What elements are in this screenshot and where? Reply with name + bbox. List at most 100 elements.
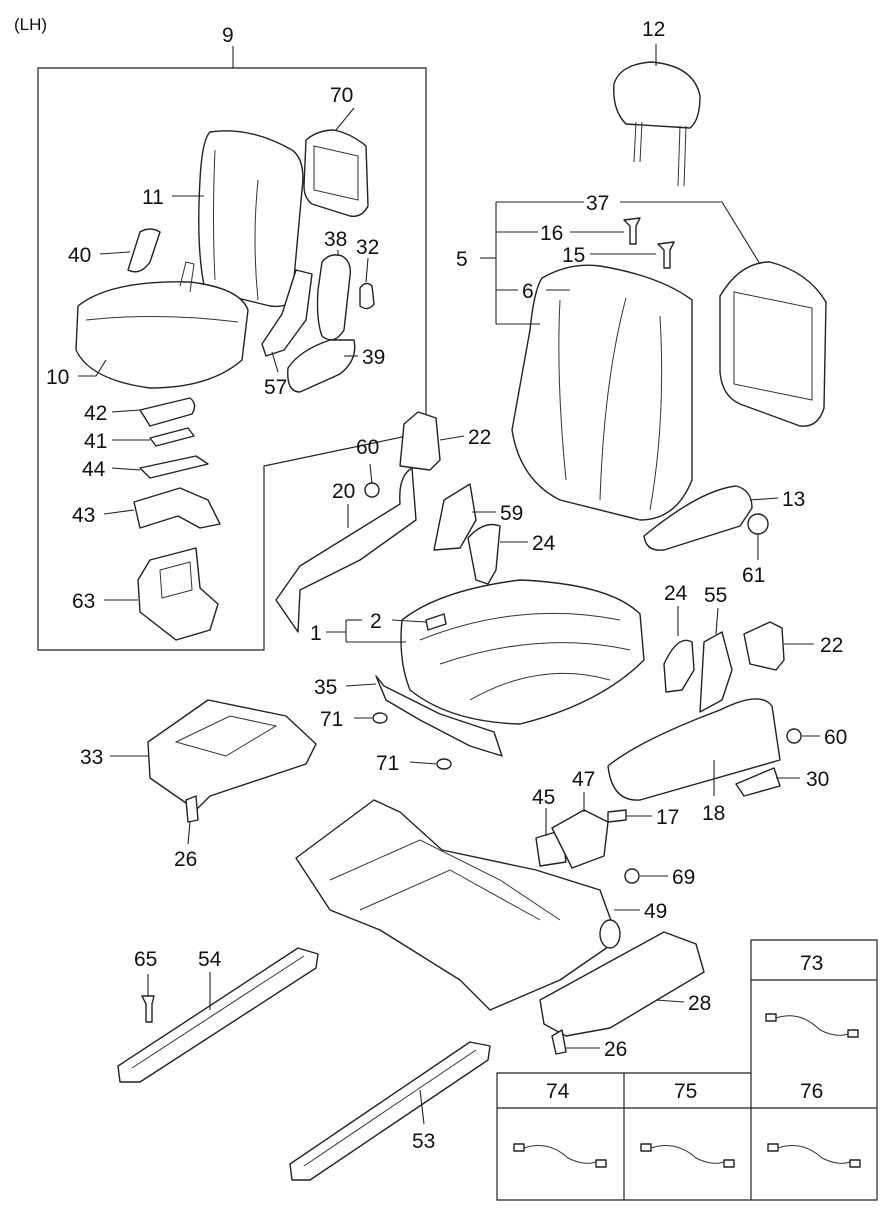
- callout-24-left: 24: [532, 532, 556, 555]
- callout-17: 17: [656, 806, 679, 829]
- callout-38: 38: [324, 228, 347, 251]
- part-32: [359, 282, 375, 310]
- callout-2: 2: [370, 610, 382, 633]
- callout-70: 70: [330, 84, 353, 107]
- part-22-upper-cover: [399, 411, 441, 471]
- part-2-clip: [425, 613, 447, 631]
- part-53-rail: [289, 1041, 491, 1181]
- callout-60-upper: 60: [356, 436, 379, 459]
- part-35-front-trim: [375, 675, 503, 757]
- callout-22-upper: 22: [468, 426, 491, 449]
- callout-12: 12: [642, 18, 665, 41]
- part-13-armrest: [643, 485, 753, 551]
- callout-37: 37: [586, 192, 609, 215]
- wire-74: [513, 1143, 607, 1168]
- part-55-recliner: [699, 631, 733, 713]
- callout-43: 43: [72, 504, 95, 527]
- part-22-lower-cover: [743, 621, 785, 671]
- part-60-cap-upper: [364, 482, 380, 498]
- part-26-clip-lower: [551, 1029, 567, 1055]
- part-71-plug-upper: [372, 712, 388, 724]
- callout-47: 47: [572, 768, 595, 791]
- callout-32: 32: [356, 236, 379, 259]
- part-33-cover: [147, 699, 317, 811]
- callout-44: 44: [82, 458, 106, 481]
- callout-20: 20: [332, 480, 355, 503]
- part-57: [261, 269, 313, 357]
- callout-39: 39: [362, 346, 385, 369]
- part-38: [316, 254, 352, 341]
- part-24-cover-right: [663, 639, 695, 693]
- callout-55: 55: [704, 584, 727, 607]
- callout-11: 11: [142, 186, 164, 209]
- callout-26-lower: 26: [604, 1038, 627, 1061]
- part-18-side-cover: [607, 698, 781, 801]
- part-37-back-panel: [719, 261, 827, 427]
- part-47-bezel: [551, 809, 609, 869]
- part-44: [139, 455, 209, 479]
- part-70-back-panel: [303, 129, 369, 217]
- part-16-guide: [623, 217, 641, 245]
- wire-75: [640, 1143, 735, 1168]
- part-43: [133, 487, 221, 529]
- part-17-bolt: [607, 809, 627, 823]
- part-42: [139, 397, 196, 427]
- leader-lines: [78, 44, 820, 1125]
- part-10-seat-cushion: [75, 261, 249, 389]
- part-30-cover: [735, 767, 781, 797]
- callout-42: 42: [84, 402, 107, 425]
- callout-57: 57: [264, 376, 287, 399]
- callout-22-lower: 22: [820, 634, 843, 657]
- callout-49: 49: [644, 900, 667, 923]
- side-label: (LH): [14, 15, 47, 34]
- wire-box-grid: [496, 939, 878, 1201]
- part-41: [149, 427, 195, 447]
- callout-54: 54: [198, 948, 222, 971]
- part-49-frame: [295, 799, 621, 1011]
- wire-box-75-label: 75: [674, 1080, 697, 1103]
- callout-5: 5: [456, 248, 468, 271]
- callout-53: 53: [412, 1130, 435, 1153]
- part-60-cap-lower: [786, 728, 802, 744]
- part-71-plug-lower: [436, 758, 452, 770]
- part-12-headrest: [613, 61, 701, 187]
- callout-15: 15: [562, 244, 585, 267]
- callout-63: 63: [72, 590, 95, 613]
- part-1-seat-cushion: [400, 579, 645, 725]
- wire-73: [765, 1013, 859, 1038]
- callout-33: 33: [80, 746, 103, 769]
- part-5-seat-back: [511, 264, 693, 521]
- callout-1: 1: [310, 622, 322, 645]
- part-59-recliner: [433, 483, 477, 551]
- callout-61: 61: [742, 564, 765, 587]
- part-61-cap: [747, 513, 769, 535]
- callout-13: 13: [782, 488, 805, 511]
- part-26-clip-upper: [185, 795, 199, 823]
- callout-60-lower: 60: [824, 726, 847, 749]
- callout-26-upper: 26: [174, 848, 197, 871]
- part-39: [287, 339, 356, 393]
- part-24-cover-left: [467, 523, 501, 585]
- callout-71-upper: 71: [320, 708, 343, 731]
- callout-71-lower: 71: [376, 752, 399, 775]
- inset-box-9: [37, 46, 427, 651]
- wire-box-73-label: 73: [800, 952, 823, 975]
- callout-6: 6: [522, 280, 534, 303]
- part-63: [137, 547, 219, 641]
- callout-69: 69: [672, 866, 695, 889]
- part-40: [127, 228, 161, 273]
- callout-18: 18: [702, 802, 725, 825]
- callout-65: 65: [134, 948, 157, 971]
- callout-45: 45: [532, 786, 555, 809]
- part-15-guide: [657, 241, 675, 269]
- callout-16: 16: [540, 222, 563, 245]
- part-65-bolt: [141, 995, 155, 1023]
- wire-box-76-label: 76: [800, 1080, 823, 1103]
- callout-10: 10: [46, 366, 69, 389]
- callout-28: 28: [688, 992, 711, 1015]
- callout-41: 41: [84, 430, 107, 453]
- callout-30: 30: [806, 768, 829, 791]
- callout-59: 59: [500, 502, 523, 525]
- wire-76: [767, 1143, 861, 1168]
